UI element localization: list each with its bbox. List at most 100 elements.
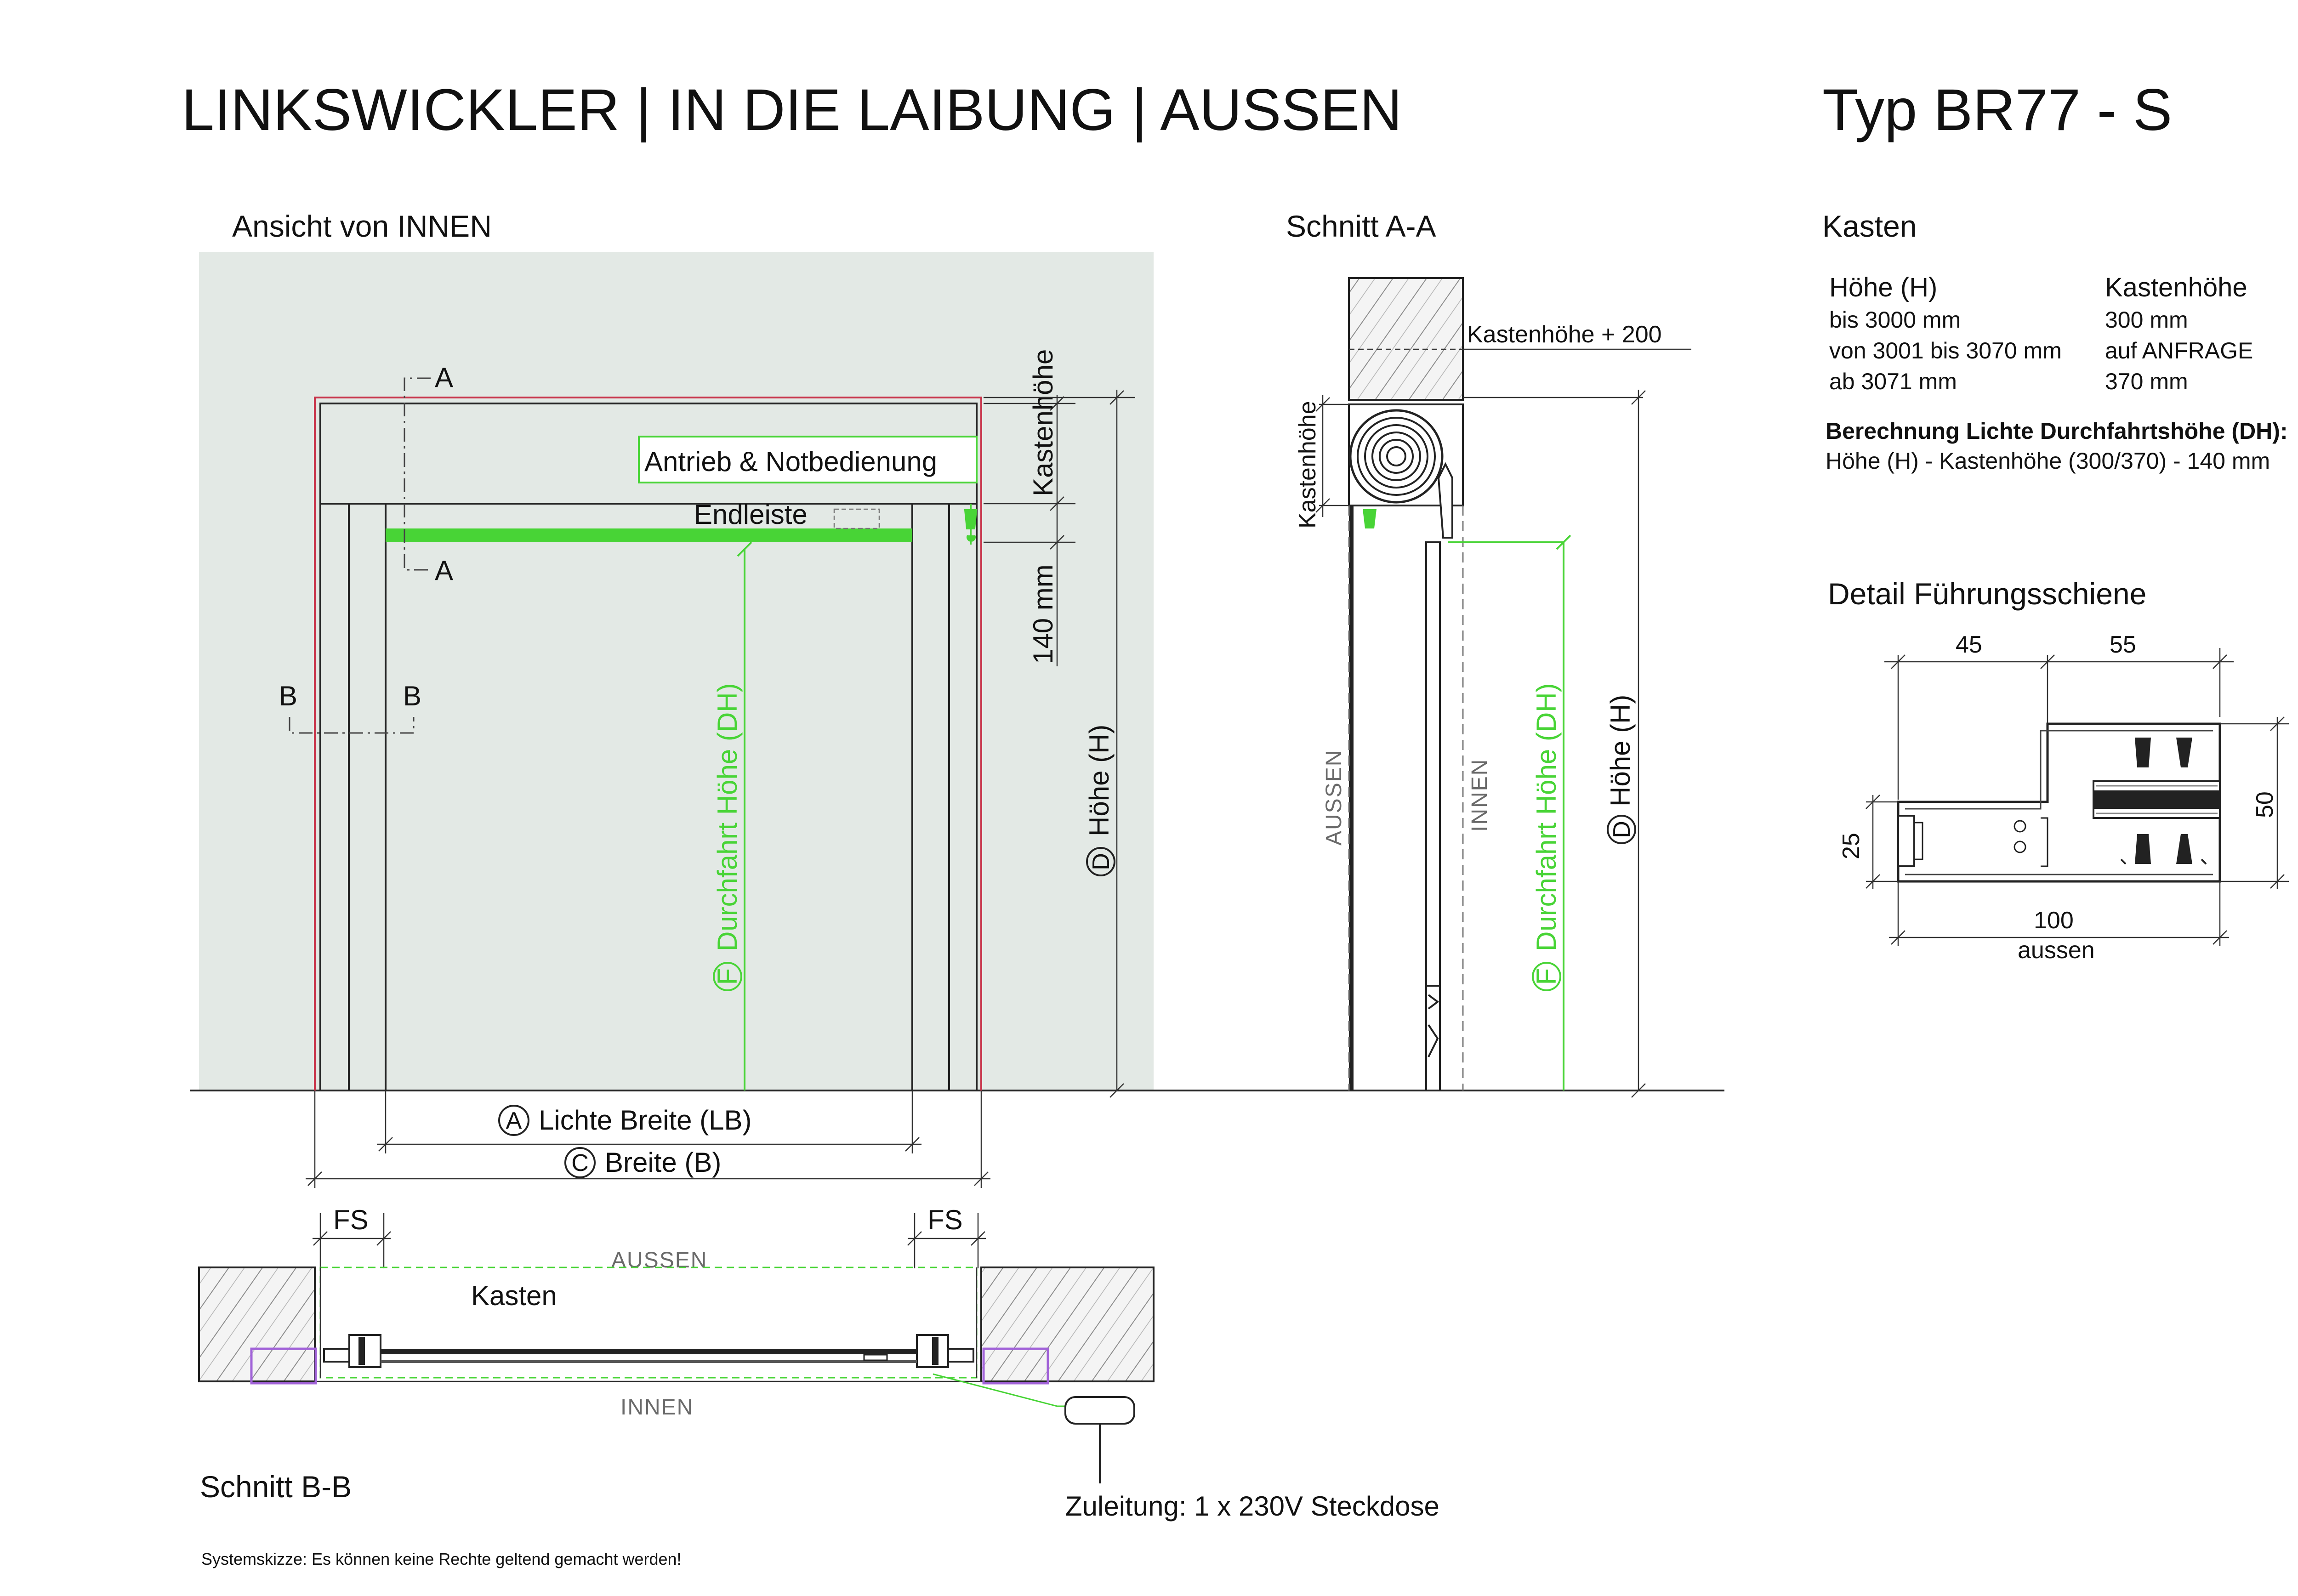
clear-width-label: Lichte Breite (LB) bbox=[539, 1105, 752, 1136]
bb-curtain-bottom bbox=[381, 1360, 917, 1363]
guide-rail-left-inner bbox=[348, 503, 387, 1091]
height-label: Höhe (H) bbox=[1084, 725, 1115, 836]
rail-detail: Detail Führungsschiene 45 55 bbox=[1828, 577, 2289, 964]
bb-inside-label: INNEN bbox=[620, 1395, 694, 1420]
rail-dim-25: 25 bbox=[1838, 833, 1865, 859]
section-b-left-label: B bbox=[279, 681, 297, 711]
kasten-heading: Kasten bbox=[1822, 209, 1917, 243]
height-marker-letter: D bbox=[1088, 853, 1115, 870]
guide-rail-right bbox=[948, 503, 978, 1091]
bb-guide-rail-left bbox=[323, 1334, 381, 1368]
bb-socket-left bbox=[250, 1347, 317, 1385]
fs-right-label: FS bbox=[927, 1204, 963, 1235]
aa-box-plus-label: Kastenhöhe + 200 bbox=[1467, 321, 1662, 348]
section-a-bottom-label: A bbox=[435, 555, 453, 586]
wall-right-hatched bbox=[980, 1267, 1155, 1382]
aa-clear-height-marker-letter: F bbox=[1531, 968, 1562, 985]
kasten-row-left: bis 3000 mm bbox=[1829, 307, 1961, 333]
clear-height-marker bbox=[713, 962, 742, 991]
kasten-row-right: 370 mm bbox=[2105, 369, 2188, 394]
bb-outside-label: AUSSEN bbox=[611, 1248, 707, 1272]
width-marker bbox=[564, 1147, 596, 1178]
bb-curtain bbox=[381, 1349, 917, 1354]
power-plug bbox=[1064, 1396, 1135, 1425]
end-bar-clip bbox=[833, 508, 880, 529]
aa-green-marker bbox=[1363, 509, 1377, 528]
box-height-label: Kastenhöhe bbox=[1028, 349, 1058, 496]
wall-left-hatched bbox=[198, 1267, 316, 1382]
rail-seal-bottom-left bbox=[2135, 834, 2151, 864]
aa-clear-height-marker bbox=[1532, 962, 1561, 991]
section-aa: Schnitt A-A Kastenhöhe + 200 AUSSEN INNE… bbox=[1286, 209, 1691, 1098]
wall-background bbox=[199, 252, 1154, 1091]
manual-override-icon bbox=[964, 504, 978, 545]
aa-outside-label: AUSSEN bbox=[1322, 750, 1346, 846]
rail-dim-100: 100 bbox=[2034, 907, 2074, 934]
aa-box-height-label: Kastenhöhe bbox=[1294, 401, 1321, 528]
section-bb: FS FS AUSSEN Kasten INNEN bbox=[198, 1204, 1439, 1522]
kasten-row-left: ab 3071 mm bbox=[1829, 369, 1957, 394]
section-b-right-label: B bbox=[403, 681, 421, 711]
aa-clear-height-label: Durchfahrt Höhe (DH) bbox=[1531, 683, 1562, 951]
clear-width-marker bbox=[498, 1105, 529, 1136]
width-marker-letter: C bbox=[571, 1150, 589, 1176]
aa-drive-bracket bbox=[1437, 462, 1453, 539]
kasten-row-right: auf ANFRAGE bbox=[2105, 338, 2253, 364]
rail-seal-top-right bbox=[2176, 738, 2192, 767]
width-dimension: C Breite (B) bbox=[306, 1091, 990, 1188]
section-b-line bbox=[289, 717, 415, 734]
drive-label-box bbox=[638, 436, 978, 483]
kasten-col-right-header: Kastenhöhe bbox=[2105, 273, 2247, 302]
kasten-row-right: 300 mm bbox=[2105, 307, 2188, 333]
aa-height-label: Höhe (H) bbox=[1605, 695, 1636, 807]
clear-height-label: Durchfahrt Höhe (DH) bbox=[712, 683, 743, 951]
offset-140-label: 140 mm bbox=[1028, 564, 1058, 664]
fs-left-label: FS bbox=[333, 1204, 369, 1235]
clear-width-marker-letter: A bbox=[506, 1108, 522, 1134]
section-a-line bbox=[404, 377, 431, 571]
aa-height-marker bbox=[1607, 815, 1636, 844]
kasten-table: Kasten Höhe (H) Kastenhöhe bis 3000 mm 3… bbox=[1822, 209, 2288, 474]
view-inside-heading: Ansicht von INNEN bbox=[232, 209, 492, 243]
rail-dim-55: 55 bbox=[2110, 631, 2136, 658]
endleiste-label: Endleiste bbox=[694, 499, 808, 530]
aa-wall-face bbox=[1349, 505, 1354, 1091]
footer-disclaimer: Systemskizze: Es können keine Rechte gel… bbox=[201, 1550, 682, 1568]
section-bb-heading: Schnitt B-B bbox=[200, 1470, 352, 1504]
page-title: LINKSWICKLER | IN DIE LAIBUNG | AUSSEN bbox=[182, 77, 1402, 143]
calc-heading: Berechnung Lichte Durchfahrtshöhe (DH): bbox=[1826, 418, 2288, 444]
box-height-dimension: Kastenhöhe 140 mm bbox=[984, 349, 1075, 666]
calc-formula: Höhe (H) - Kastenhöhe (300/370) - 140 mm bbox=[1826, 448, 2270, 474]
clear-height-marker-letter: F bbox=[712, 968, 743, 985]
kasten-row-left: von 3001 bis 3070 mm bbox=[1829, 338, 2062, 364]
frame-outline bbox=[314, 397, 982, 1091]
clear-height-dimension: F Durchfahrt Höhe (DH) bbox=[712, 541, 752, 1091]
bb-socket-right bbox=[982, 1347, 1049, 1385]
aa-inside-label: INNEN bbox=[1468, 759, 1492, 832]
aa-lintel-hatched bbox=[1348, 277, 1464, 401]
bb-box-label: Kasten bbox=[471, 1280, 557, 1311]
kasten-col-left-header: Höhe (H) bbox=[1829, 273, 1937, 302]
drive-label: Antrieb & Notbedienung bbox=[644, 446, 937, 477]
width-label: Breite (B) bbox=[605, 1147, 721, 1178]
type-label: Typ BR77 - S bbox=[1822, 77, 2172, 143]
rail-dim-45: 45 bbox=[1956, 631, 1982, 658]
aa-height-marker-letter: D bbox=[1609, 821, 1635, 838]
end-bar bbox=[386, 528, 912, 542]
rail-outside-label: aussen bbox=[2018, 937, 2095, 964]
aa-roll-coil-icon bbox=[1349, 409, 1444, 504]
supply-label: Zuleitung: 1 x 230V Steckdose bbox=[1065, 1491, 1439, 1522]
view-inside: Ansicht von INNEN Antrieb & Notbedienung… bbox=[190, 209, 1724, 1188]
section-aa-heading: Schnitt A-A bbox=[1286, 209, 1436, 243]
height-dimension: D Höhe (H) bbox=[984, 390, 1135, 1098]
rail-seal-bottom-right bbox=[2176, 834, 2192, 864]
clear-width-dimension: A Lichte Breite (LB) bbox=[377, 1091, 921, 1153]
supply-cable bbox=[933, 1373, 1065, 1407]
rail-dim-50: 50 bbox=[2252, 791, 2278, 818]
height-marker bbox=[1086, 847, 1115, 876]
rail-detail-heading: Detail Führungsschiene bbox=[1828, 577, 2146, 611]
bb-guide-rail-right bbox=[916, 1334, 974, 1368]
rail-seal-top-left bbox=[2135, 738, 2151, 767]
section-a-top-label: A bbox=[435, 362, 453, 393]
